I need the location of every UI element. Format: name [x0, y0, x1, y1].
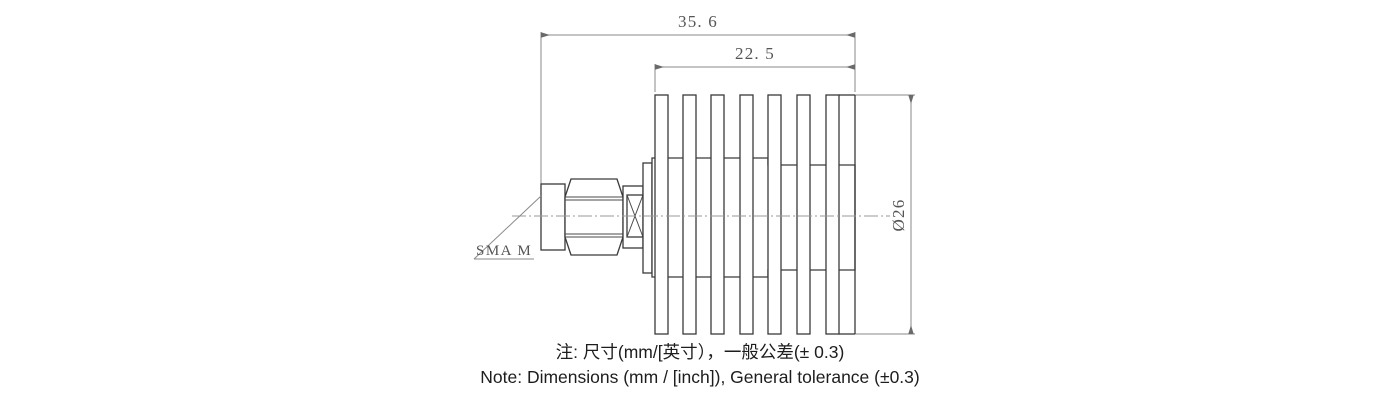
heatsink-fin-group: [654, 94, 856, 335]
dimension-overall-length: 35. 6: [540, 12, 856, 196]
notes-block: 注: 尺寸(mm/[英寸），一般公差(± 0.3) Note: Dimensio…: [0, 340, 1400, 390]
heatsink-fin: [710, 94, 725, 335]
dimension-diameter: Ø26: [855, 94, 915, 335]
note-line-chinese: 注: 尺寸(mm/[英寸），一般公差(± 0.3): [555, 342, 845, 362]
connector-mounting-flange: [642, 162, 653, 274]
callout-leader-line: [473, 195, 542, 260]
connector-hex-nut: [564, 178, 624, 256]
heatsink-fin: [682, 94, 697, 335]
dimension-label-body-length: 22. 5: [735, 44, 775, 63]
dimension-body-length: 22. 5: [654, 44, 856, 92]
heatsink-fin: [654, 94, 669, 335]
heatsink-fin: [739, 94, 754, 335]
heatsink-fin: [825, 94, 840, 335]
dimension-label-diameter: Ø26: [889, 199, 908, 232]
connector-type-label: SMA M: [476, 243, 532, 259]
heatsink-fin: [767, 94, 782, 335]
connector-rear-cylinder: [540, 183, 566, 251]
dimension-label-overall-length: 35. 6: [678, 12, 718, 31]
note-line-english: Note: Dimensions (mm / [inch]), General …: [480, 367, 920, 387]
heatsink-fin: [796, 94, 811, 335]
sma-male-connector: [540, 162, 653, 274]
connector-callout: SMA M: [473, 195, 542, 260]
